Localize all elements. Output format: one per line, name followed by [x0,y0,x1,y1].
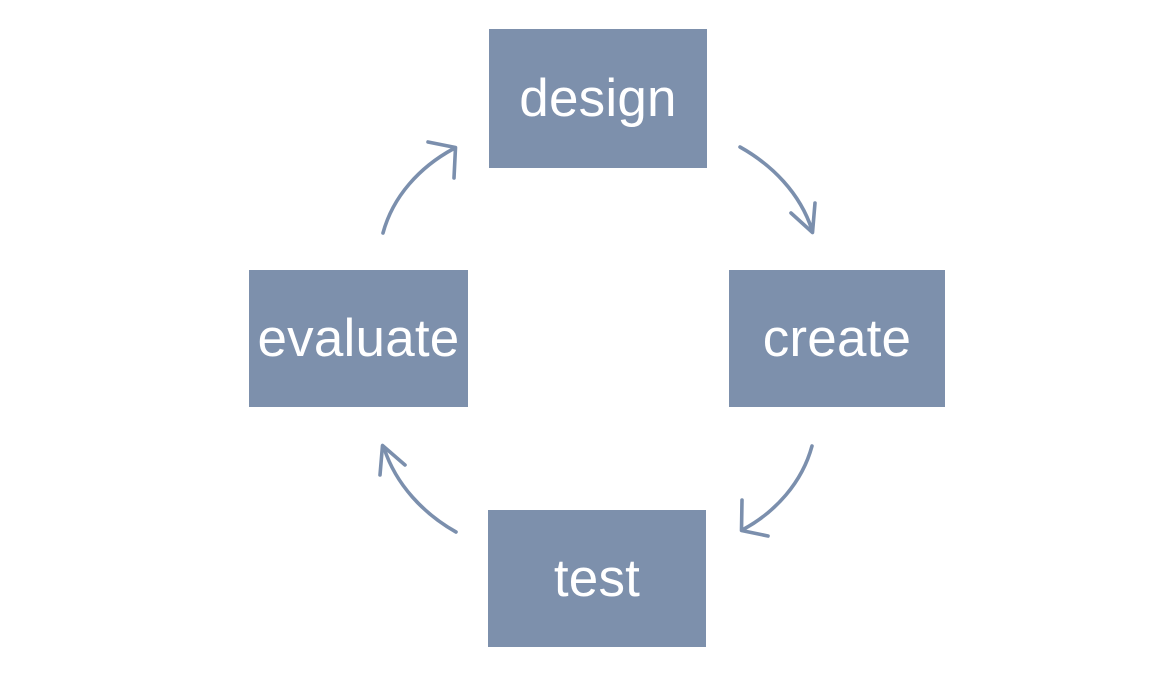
arrow-create-to-test [739,444,814,538]
node-test-label: test [553,549,641,608]
node-evaluate-label: evaluate [257,309,460,368]
node-design-label: design [519,69,677,128]
node-evaluate[interactable]: evaluate [249,270,468,407]
arrow-evaluate-to-design [381,140,458,235]
node-test[interactable]: test [488,510,706,647]
node-create[interactable]: create [729,270,945,407]
arrow-design-to-create [738,145,817,235]
node-create-label: create [762,309,912,368]
arrow-test-to-evaluate [378,443,458,534]
node-design[interactable]: design [489,29,707,168]
